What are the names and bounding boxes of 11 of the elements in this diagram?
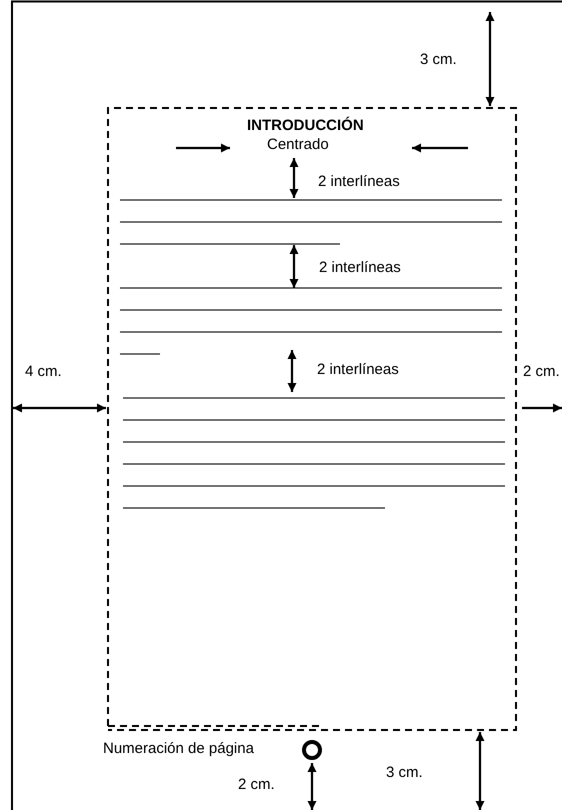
dimension-label: 4 cm. [25, 363, 62, 381]
spacing-note: 2 interlíneas [317, 361, 399, 379]
dimension-label: 3 cm. [386, 764, 423, 782]
dimension-label: 2 cm. [523, 363, 560, 381]
dimension-label: 2 cm. [238, 776, 275, 794]
dimension-label: 3 cm. [420, 51, 457, 69]
alignment-note: Centrado [267, 136, 329, 154]
spacing-note: 2 interlíneas [319, 259, 401, 277]
spacing-note: 2 interlíneas [318, 173, 400, 191]
caption-text: Numeración de página [103, 740, 254, 758]
heading-text: INTRODUCCIÓN [247, 117, 364, 135]
